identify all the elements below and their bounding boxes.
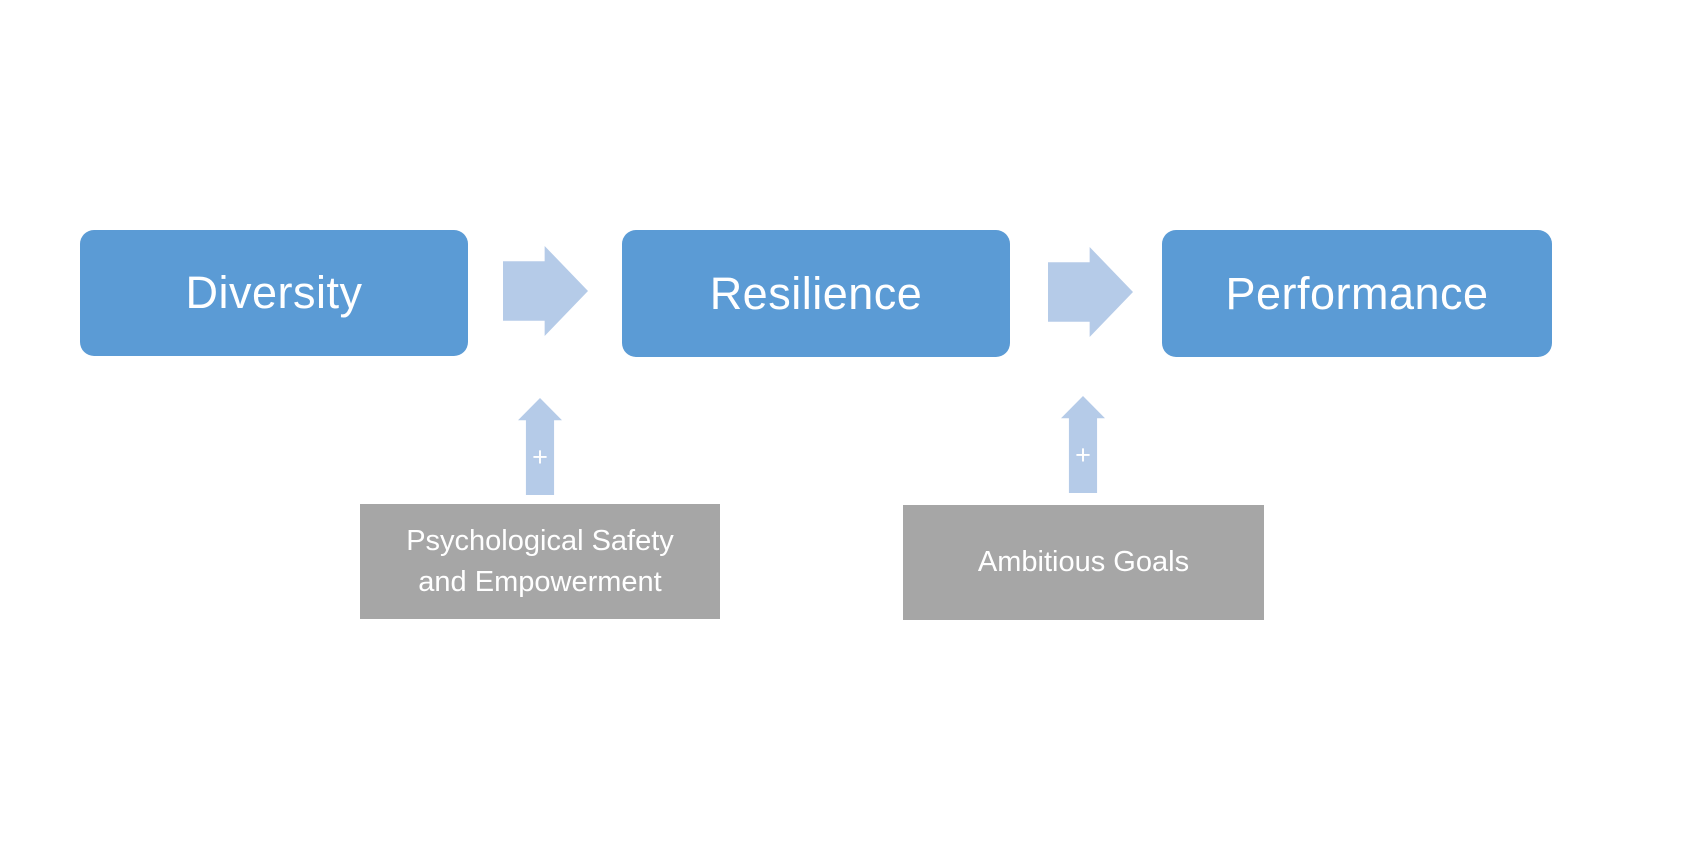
moderator-arrow-up-icon: + [518, 398, 562, 495]
moderator-ambitious-goals-label: Ambitious Goals [977, 546, 1190, 579]
flow-arrow-right-icon [503, 246, 588, 336]
node-resilience-label: Resilience [709, 267, 923, 319]
moderator-box-psychological-safety: Psychological Safety and Empowerment [360, 504, 720, 619]
moderator-arrow-up-icon: + [1061, 396, 1105, 493]
moderator-box-ambitious-goals: Ambitious Goals [903, 505, 1264, 620]
node-performance: Performance [1162, 230, 1552, 357]
plus-sign: + [1075, 440, 1091, 470]
node-performance-label: Performance [1225, 267, 1489, 319]
flow-arrow-right-icon [1048, 247, 1133, 337]
node-resilience: Resilience [622, 230, 1010, 357]
plus-sign: + [532, 442, 548, 472]
node-diversity-label: Diversity [185, 267, 363, 318]
moderator-psychological-safety-label: Psychological Safety and Empowerment [406, 525, 674, 598]
node-diversity: Diversity [80, 230, 468, 356]
